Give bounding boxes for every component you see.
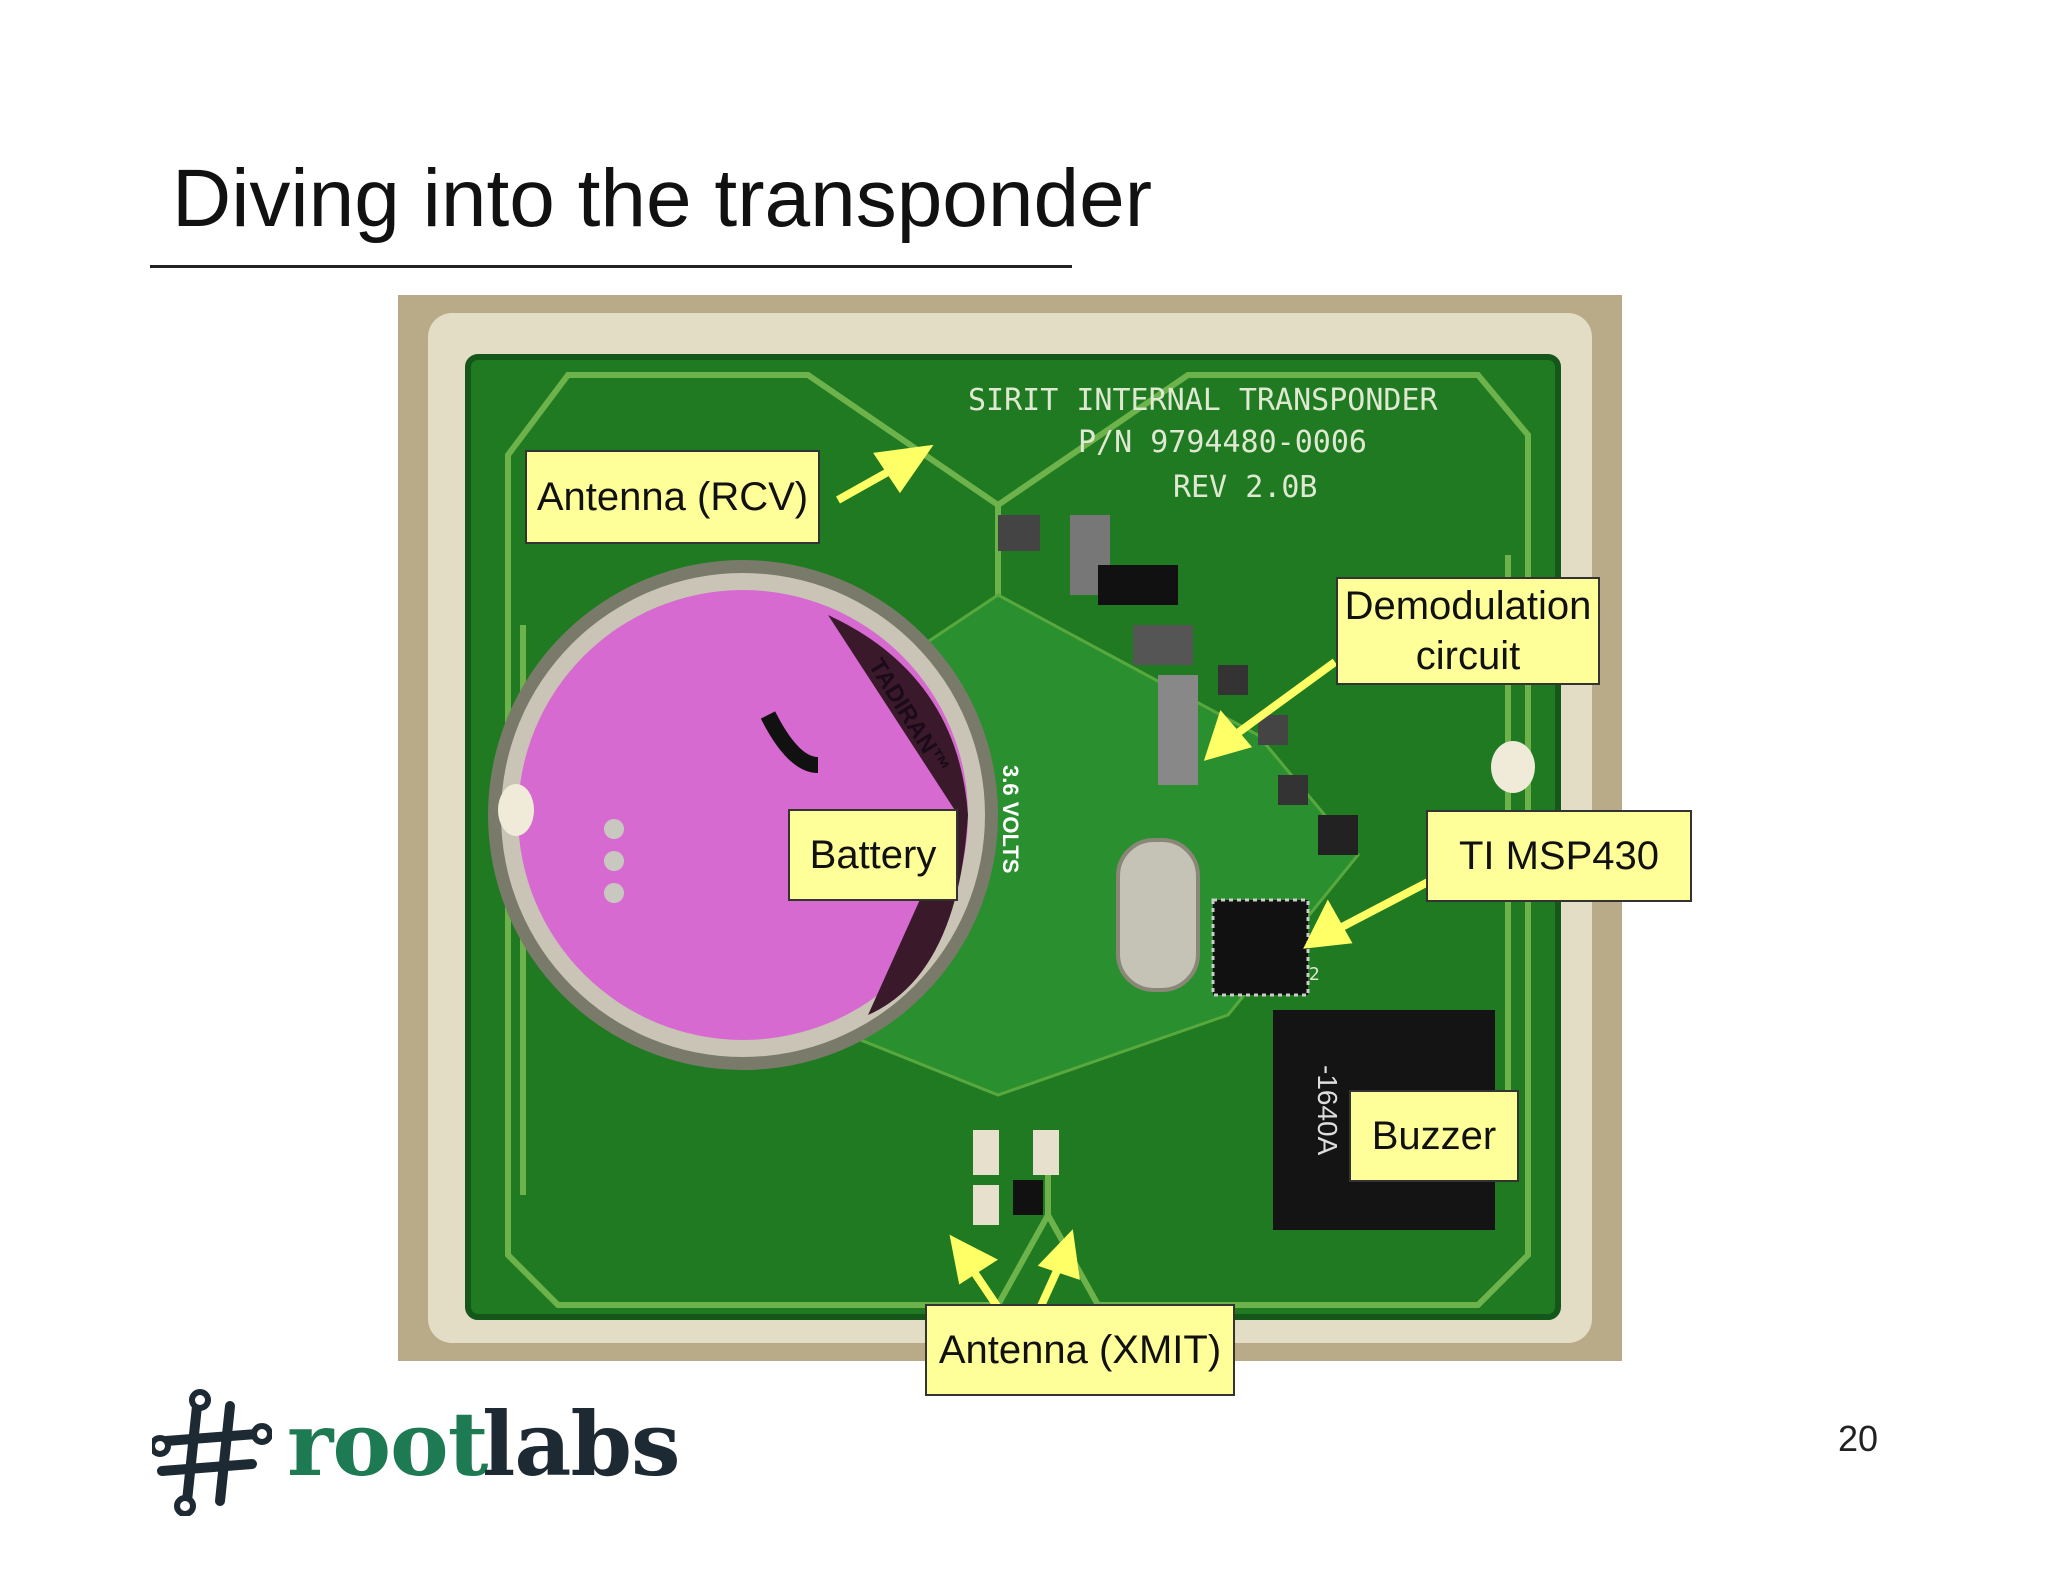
logo-labs-word: labs [482,1392,681,1496]
battery: TADIRAN™ 3.6 VOLTS [488,560,1023,1070]
components [998,515,1358,997]
logo-root-word: root [287,1392,488,1496]
mount-hole-right [1491,741,1535,793]
silkscreen-line1: SIRIT INTERNAL TRANSPONDER [968,383,1439,418]
callout-demodulation-line2: circuit [1415,634,1521,678]
callout-demodulation-line1: Demodulation [1344,584,1592,628]
callout-antenna-xmit: Antenna (XMIT) [925,1304,1235,1396]
title-underline [150,265,1072,268]
callout-antenna-rcv: Antenna (RCV) [525,450,820,544]
silkscreen-line3: REV 2.0B [1173,470,1318,505]
callout-ti-msp430: TI MSP430 [1426,810,1692,902]
circuit-hash-icon [152,1389,272,1516]
callout-demodulation: Demodulation circuit [1336,577,1600,685]
msp430-chip [1213,900,1308,995]
battery-voltage: 3.6 VOLTS [998,765,1023,873]
buzzer-marking: -1640A [1312,1065,1343,1156]
mount-hole-left [498,784,534,836]
page-number: 20 [1838,1418,1879,1459]
callout-buzzer: Buzzer [1349,1090,1519,1182]
callout-battery: Battery [788,809,958,901]
slide-title: Diving into the transponder [172,153,1153,244]
silkscreen-line2: P/N 9794480-0006 [1078,425,1367,460]
crystal [1116,838,1200,992]
j1-connector [604,819,624,903]
xmit-components [973,1130,1059,1225]
root-labs-logo: root labs [152,1386,681,1516]
